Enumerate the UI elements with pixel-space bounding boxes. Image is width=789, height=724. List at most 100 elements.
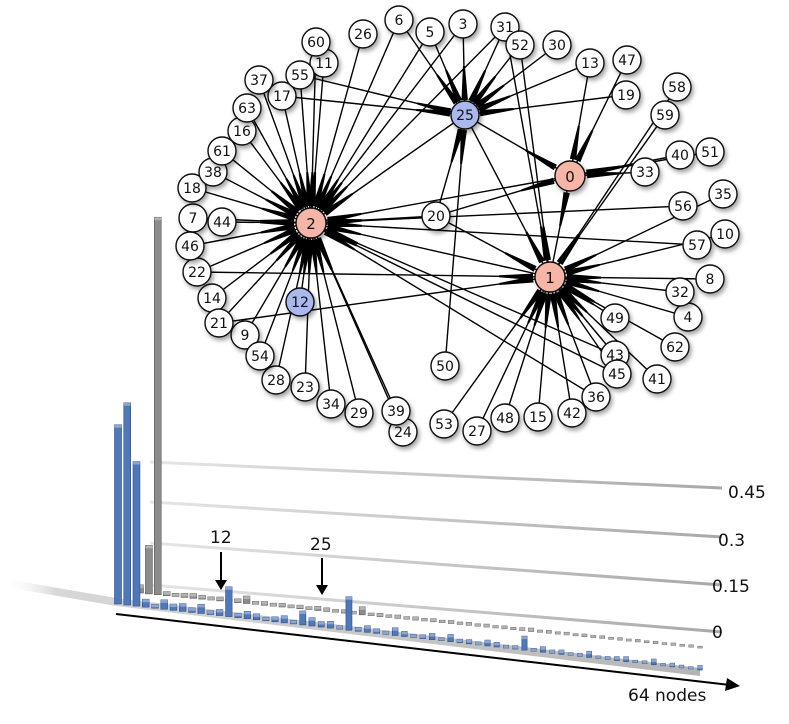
bar-blue-highlight [568, 652, 574, 656]
bar-blue [401, 631, 408, 637]
bar-blue [493, 642, 500, 648]
bar-blue [299, 610, 307, 626]
node-label: 50 [436, 359, 454, 375]
bar-blue-highlight [308, 617, 316, 621]
graph-node: 14 [197, 283, 227, 313]
bar-blue [604, 656, 611, 660]
graph-node: 58 [662, 72, 692, 102]
bar-blue-highlight [503, 645, 509, 648]
bar-blue-highlight [558, 650, 564, 654]
bar-gray [528, 627, 535, 632]
bar-gray-highlight [644, 640, 650, 643]
bar-gray [519, 627, 526, 631]
bar-gray [394, 614, 402, 619]
bar-blue-highlight [216, 609, 223, 613]
node-circle [244, 65, 274, 95]
node-label: 1 [545, 269, 555, 287]
graph-node: 57 [682, 230, 712, 260]
graph-node: 56 [668, 191, 698, 221]
bar-blue-highlight [549, 649, 555, 653]
edge-weight-wedge [269, 230, 300, 255]
bar-gray [501, 625, 508, 630]
graph-node: 61 [207, 136, 237, 166]
bar-blue [484, 639, 491, 647]
bar-gray [234, 598, 242, 603]
bar-gray-highlight [555, 631, 561, 635]
node-circle [557, 398, 587, 428]
bar-blue [549, 649, 556, 654]
bar-blue [364, 625, 371, 633]
bar-blue [641, 660, 648, 665]
graph-node: 47 [612, 45, 642, 75]
edge-weight-wedge [560, 286, 588, 313]
edge-weight-wedge [298, 173, 311, 208]
bar-blue-highlight [281, 615, 288, 619]
bar-blue [280, 615, 288, 624]
bar-blue [558, 649, 565, 655]
bar-gray [385, 614, 393, 618]
node-label: 4 [684, 310, 693, 326]
bar-gray-highlight [252, 601, 259, 605]
graph-node: 40 [665, 140, 695, 170]
edge-weight-wedge [461, 65, 468, 101]
bar-blue-highlight [512, 645, 518, 649]
node-label: 0 [565, 168, 575, 186]
bar-gray-highlight [145, 545, 153, 549]
node-label: 26 [354, 27, 372, 43]
graph-node: 25 [450, 100, 480, 130]
graph-node: 23 [290, 372, 320, 402]
node-circle [662, 72, 692, 102]
graph-node: 13 [575, 48, 605, 78]
node-label: 21 [210, 316, 228, 332]
node-circle [261, 365, 291, 395]
chart-gridline [149, 541, 723, 587]
edge-weight-wedge [557, 289, 580, 320]
bar-blue [530, 648, 537, 652]
bar-gray-highlight [261, 601, 268, 605]
edge-weight-wedge [479, 107, 514, 117]
bar-gray-highlight [501, 625, 508, 629]
bar-blue [151, 603, 159, 609]
bar-blue-highlight [614, 656, 620, 660]
graph-node: 46 [175, 231, 205, 261]
graph-node: 12 [285, 287, 315, 317]
bar-blue [253, 613, 261, 621]
graph-node: 39 [381, 396, 411, 426]
bar-blue [216, 609, 224, 616]
edge-weight-wedge [542, 226, 551, 261]
bar-gray-highlight [653, 641, 658, 644]
bar-blue [336, 625, 344, 630]
bar-gray [430, 618, 437, 623]
bar-gray-highlight [243, 596, 250, 600]
graph-node: 54 [245, 341, 275, 371]
graph-node: 2 [295, 207, 327, 239]
bar-blue [262, 616, 270, 622]
bar-gray [670, 642, 676, 646]
node-circle [505, 30, 535, 60]
bar-blue-highlight [419, 634, 426, 638]
bar-gray-highlight [564, 632, 570, 635]
graph-node: 15 [523, 402, 553, 432]
node-label: 53 [435, 417, 453, 433]
bar-blue [225, 586, 233, 617]
bar-gray [465, 622, 472, 626]
edge-weight-wedge [259, 219, 295, 227]
edge-weight-wedge [260, 223, 295, 234]
graph-node: 52 [505, 30, 535, 60]
node-label: 32 [671, 285, 689, 301]
node-circle [430, 351, 460, 381]
bar-blue [391, 627, 399, 636]
bar-blue-highlight [373, 628, 380, 632]
edge-weight-wedge [574, 129, 594, 163]
edge-weight-wedge [460, 129, 467, 164]
node-circle [630, 157, 660, 187]
bar-blue-highlight [179, 603, 187, 607]
node-circle [316, 389, 346, 419]
bar-gray [563, 631, 570, 636]
bar-blue-highlight [271, 616, 279, 620]
bar-blue-highlight [447, 634, 454, 638]
bar-gray-highlight [483, 624, 490, 628]
bar-gray-highlight [198, 595, 206, 599]
node-circle [612, 45, 642, 75]
